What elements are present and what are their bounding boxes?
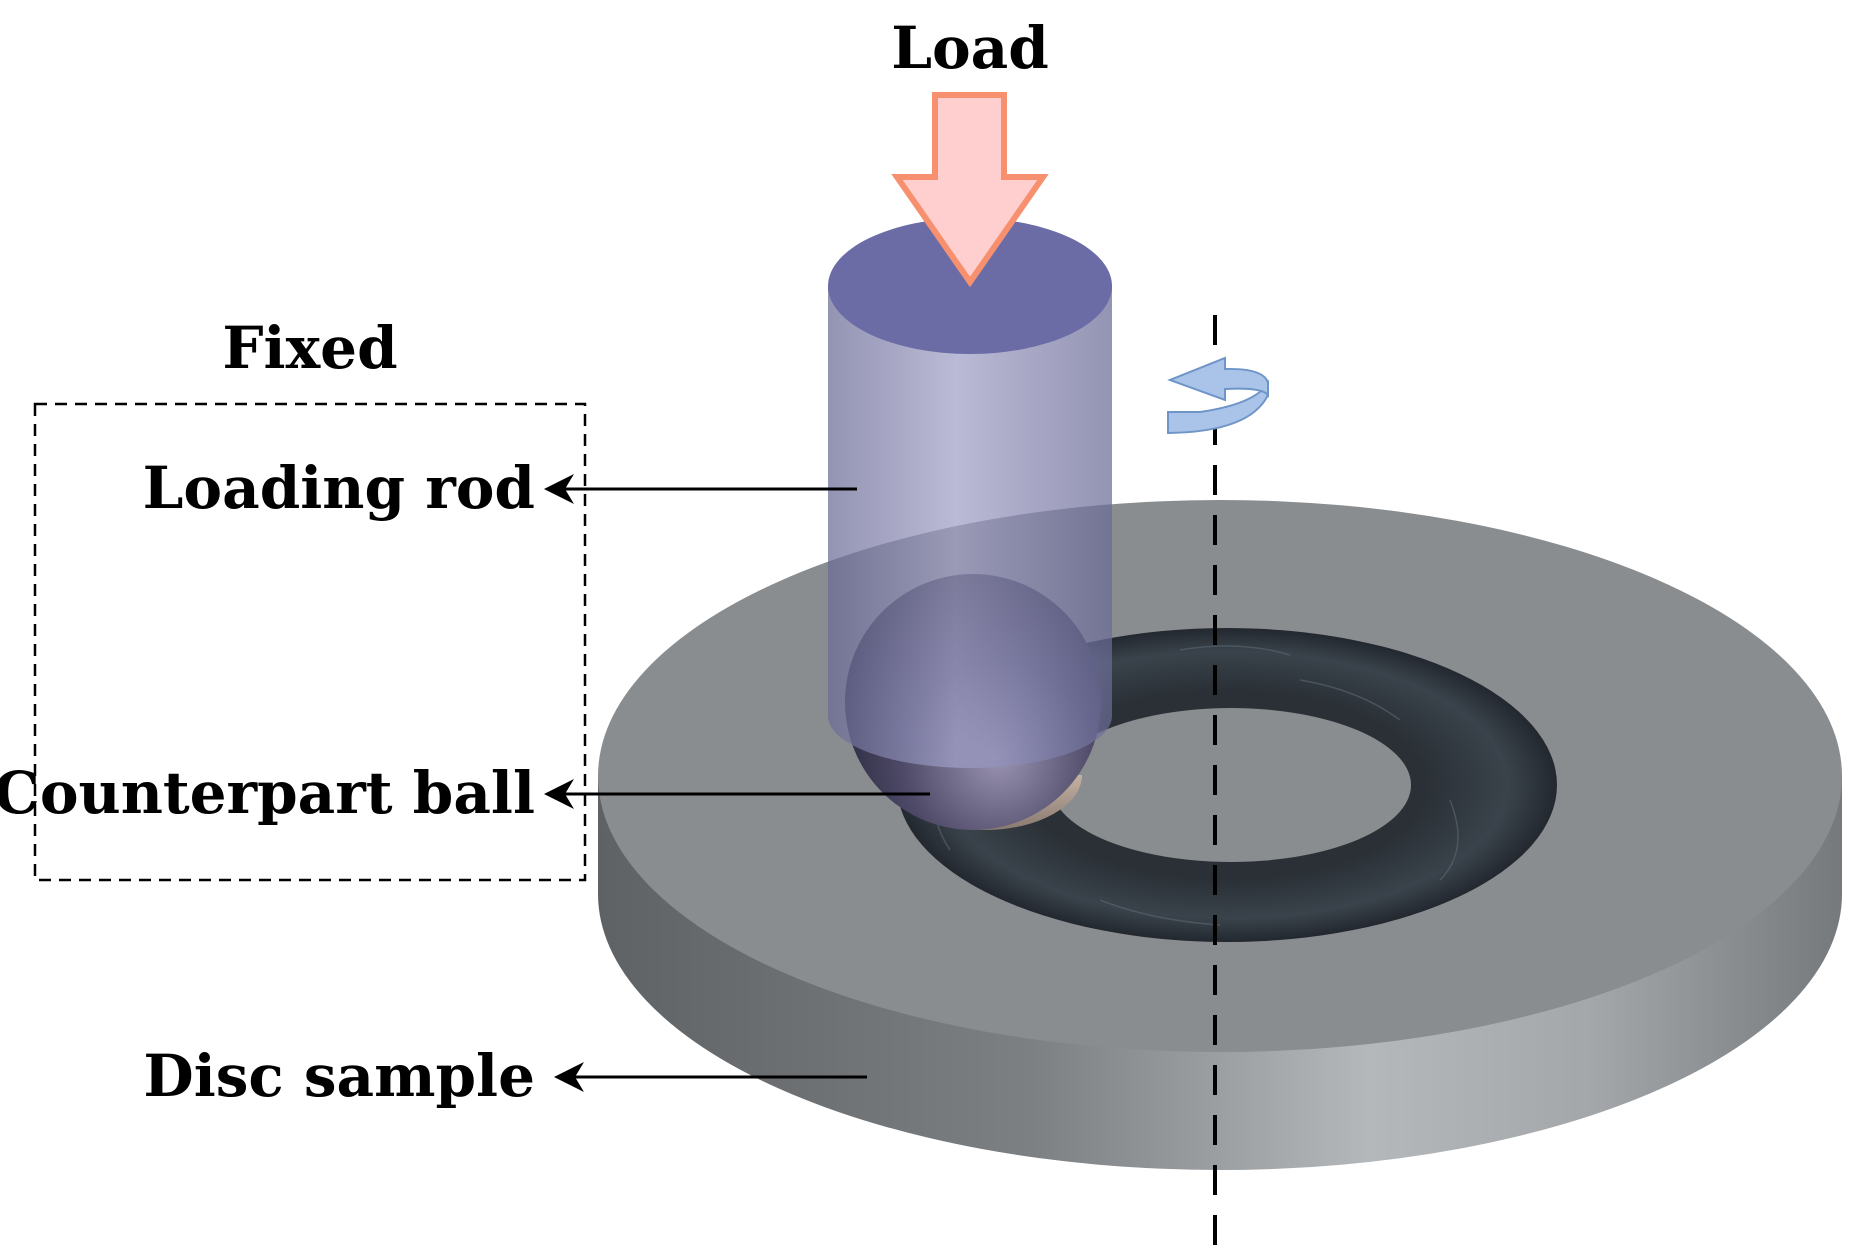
loading-rod-label: Loading rod: [143, 454, 535, 522]
rod-body: [828, 285, 1112, 768]
load-label: Load: [891, 14, 1049, 82]
disc-sample-label: Disc sample: [143, 1042, 535, 1110]
load-arrow-icon: [891, 92, 1049, 288]
fixed-group-box: [33, 402, 587, 882]
counterpart-ball-label: Counterpart ball: [0, 759, 535, 827]
disc-sample: [598, 500, 1842, 1170]
disc-center-hole: [1051, 708, 1411, 862]
rotation-arrow-icon: [1167, 356, 1269, 435]
loading-rod: [828, 218, 1112, 768]
fixed-label: Fixed: [222, 314, 397, 382]
